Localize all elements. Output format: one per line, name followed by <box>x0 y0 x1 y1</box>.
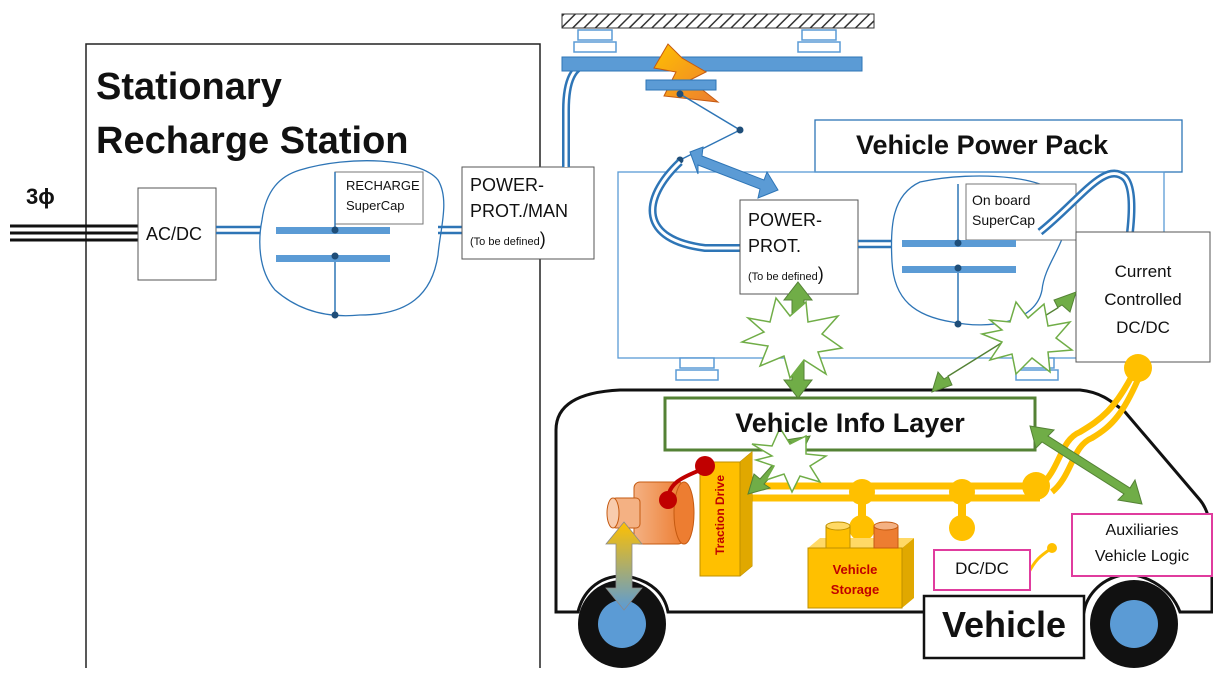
station-link-1 <box>216 225 262 235</box>
burst-dcdc-icon <box>979 300 1075 376</box>
vehicle-power-prot-note-text: (To be defined <box>748 271 818 283</box>
traction-motor-icon <box>606 456 715 545</box>
dcdc-info-arrow <box>931 291 1077 393</box>
supercap-to-dcdc-cable <box>1037 169 1136 236</box>
burst-info-icon <box>751 426 829 494</box>
data-bus-nodes <box>849 354 1152 553</box>
vehicle-storage-block <box>807 521 914 609</box>
vehicle-power-prot-note: (To be defined) <box>748 264 824 285</box>
dcdc-label-line1: Current <box>1114 262 1172 281</box>
power-pack-title: Vehicle Power Pack <box>856 130 1109 160</box>
onboard-supercap-label-line2: SuperCap <box>972 212 1036 228</box>
vehicle-label: Vehicle <box>941 604 1067 645</box>
ceiling-insulators <box>573 29 841 53</box>
station-power-note-text: (To be defined <box>470 236 540 248</box>
recharge-capacitor-symbol <box>276 172 390 319</box>
rear-wheel-icon <box>1090 580 1178 668</box>
current-controlled-dcdc-box <box>1075 231 1211 363</box>
station-link-2 <box>438 225 462 235</box>
overhead-ceiling <box>561 13 875 29</box>
station-power-note: (To be defined) <box>470 229 546 250</box>
station-pantograph-lead <box>562 60 591 167</box>
auxiliaries-label-line2: Vehicle Logic <box>1094 548 1190 565</box>
pantograph-bidirectional-arrow <box>689 146 779 199</box>
vehicle-link-1 <box>858 239 892 249</box>
onboard-supercap-label-line1: On board <box>972 192 1031 208</box>
pantograph-arm <box>679 93 742 161</box>
front-wheel-icon <box>578 580 666 668</box>
dcdc-label-line3: DC/DC <box>1116 318 1170 337</box>
vehicle-power-prot-note-paren: ) <box>817 264 824 284</box>
pantograph-collector <box>645 79 717 91</box>
three-phase-input <box>10 224 138 242</box>
station-title-line2: Recharge Station <box>96 120 409 162</box>
station-power-box <box>461 166 595 260</box>
comm-burst-icons <box>739 296 1075 494</box>
auxiliaries-label-line1: Auxiliaries <box>1105 522 1179 539</box>
station-title-line1: Stationary <box>96 66 282 108</box>
vehicle-dcdc-label: DC/DC <box>955 559 1009 578</box>
recharge-supercap-label-line2: SuperCap <box>346 198 405 213</box>
vehicle-storage-label-line1: Vehicle <box>832 562 878 577</box>
acdc-box <box>137 187 217 281</box>
traction-drive-block <box>699 450 753 577</box>
vehicle-info-layer-label: Vehicle Info Layer <box>735 408 965 438</box>
power-pack-feet <box>675 357 1059 381</box>
recharge-supercap-label-line1: RECHARGE <box>346 178 420 193</box>
vehicle-dcdc-box <box>933 549 1031 591</box>
burst-power-pack-icon <box>739 296 844 380</box>
motor-wheel-arrow <box>605 521 643 611</box>
station-power-label-line1: POWER- <box>470 175 544 195</box>
auxiliaries-box <box>1071 513 1213 577</box>
vehicle-power-prot-box <box>739 199 859 295</box>
vehicle-label-box <box>922 594 1086 660</box>
onboard-capacitor-symbol <box>902 184 1016 328</box>
station-frame <box>85 43 541 673</box>
recharge-supercap-label-box <box>334 171 424 225</box>
spark-bolt-icon <box>653 43 720 103</box>
power-pack-title-box <box>814 119 1183 173</box>
acdc-label: AC/DC <box>146 224 203 244</box>
traction-drive-label: Traction Drive <box>713 474 727 556</box>
station-power-note-paren: ) <box>539 229 546 249</box>
vehicle-storage-label-line2: Storage <box>830 582 880 597</box>
three-phase-label: 3ϕ <box>26 184 55 209</box>
station-power-label-line2: PROT./MAN <box>470 201 569 221</box>
info-aux-arrow <box>1029 425 1143 505</box>
vehicle-power-prot-label-line2: PROT. <box>748 236 802 256</box>
vehicle-pantograph-lead <box>648 159 740 252</box>
vehicle-power-prot-label-line1: POWER- <box>748 210 822 230</box>
dcdc-label-line2: Controlled <box>1104 290 1182 309</box>
overhead-rail <box>561 56 863 72</box>
vehicle-info-layer-box <box>663 396 1037 452</box>
